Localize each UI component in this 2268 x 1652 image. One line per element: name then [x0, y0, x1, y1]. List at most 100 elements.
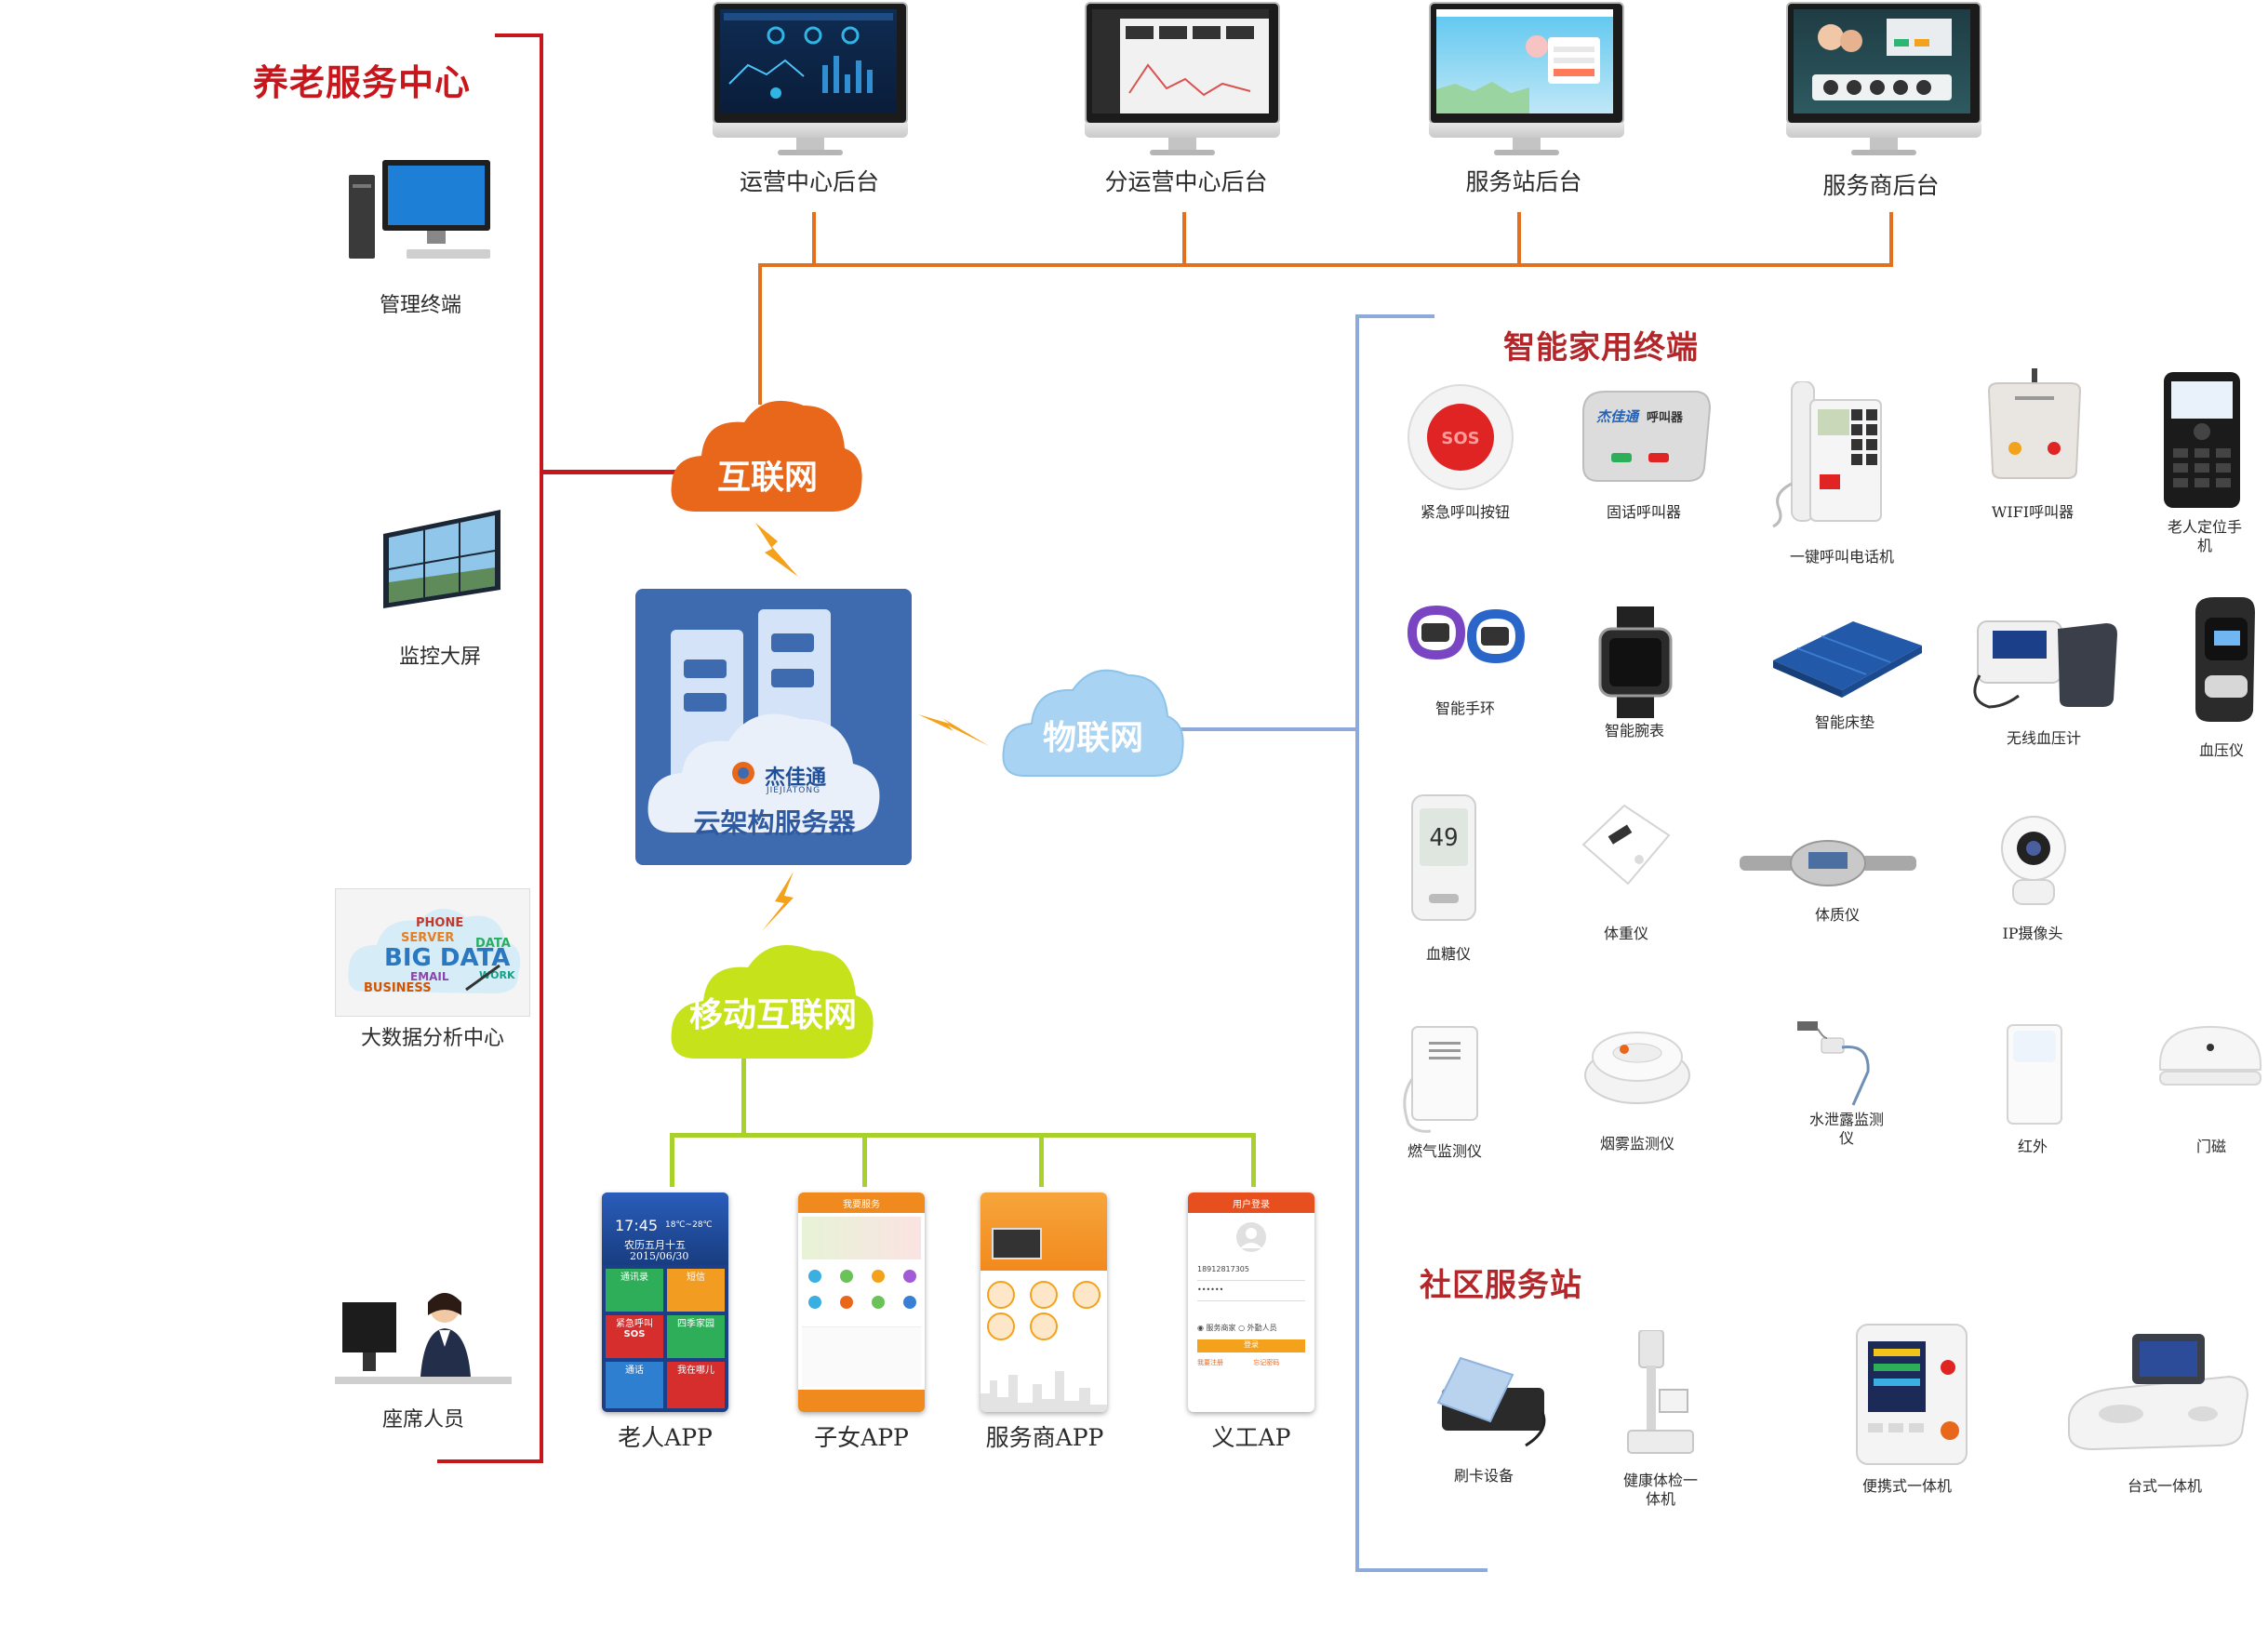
center-item-management-terminal: 管理终端 — [379, 294, 461, 317]
dashboard-screen-icon — [724, 13, 893, 99]
elder-app-btn-family[interactable]: 四季家园 — [667, 1315, 725, 1358]
iot-bracket-top — [1355, 314, 1434, 318]
video-wall-icon — [383, 510, 500, 608]
backend-drop-3 — [1517, 212, 1521, 266]
volunteer-phone-field[interactable]: 18912817305 — [1197, 1265, 1305, 1281]
mobile-cloud-icon — [671, 945, 874, 1059]
server-cloud-icon — [647, 609, 880, 833]
internet-cloud-icon — [671, 400, 862, 512]
volunteer-forgot-link[interactable]: 忘记密码 — [1253, 1359, 1280, 1366]
iot-to-bracket-line — [1172, 727, 1358, 731]
device-label-one-key-phone: 一键呼叫电话机 — [1789, 548, 1894, 566]
computer-icon — [349, 160, 490, 259]
family-app-grid-icon — [808, 1270, 916, 1309]
smart-watch-icon — [1598, 606, 1673, 718]
elder-app-btn-contacts[interactable]: 通讯录 — [606, 1269, 663, 1312]
device-label-glucose-meter: 血糖仪 — [1425, 945, 1471, 963]
iot-cloud-label: 物联网 — [1042, 719, 1143, 757]
smoke-detector-icon — [1584, 1032, 1690, 1104]
backend-label-branch: 分运营中心后台 — [1104, 168, 1268, 195]
device-label-smart-band: 智能手环 — [1434, 699, 1495, 717]
callbox-label-text: 呼叫器 — [1647, 410, 1684, 425]
device-label-weight-scale: 体重仪 — [1603, 925, 1648, 942]
provider-app-grid-icon — [987, 1281, 1101, 1340]
backend-monitor-station — [1429, 2, 1624, 160]
gas-detector-icon — [1403, 1026, 1478, 1133]
backend-monitor-branch — [1085, 2, 1280, 160]
mobile-stem — [741, 1056, 746, 1135]
backend-label-provider: 服务商后台 — [1822, 172, 1940, 199]
device-label-water-leak-2: 仪 — [1838, 1129, 1854, 1147]
backend-drop-4 — [1889, 212, 1893, 266]
device-label-locator-phone-2: 机 — [2196, 537, 2212, 554]
center-item-monitor-wall: 监控大屏 — [398, 646, 481, 669]
server-brand-en: JIEJIATONG — [767, 786, 821, 795]
family-app-header: 我要服务 — [843, 1200, 880, 1210]
app-label-volunteer: 义工AP — [1211, 1424, 1291, 1451]
volunteer-register-link[interactable]: 我要注册 — [1197, 1359, 1223, 1366]
smart-band-icon — [1407, 605, 1526, 664]
lightning-icon — [755, 523, 798, 577]
bigdata-word: BIG DATA — [384, 944, 510, 972]
smart-mattress-icon — [1773, 621, 1922, 698]
device-label-water-leak: 水泄露监测 — [1808, 1111, 1884, 1128]
elder-app-btn-location[interactable]: 我在哪儿 — [667, 1362, 725, 1408]
volunteer-links[interactable]: 我要注册 忘记密码 — [1197, 1358, 1305, 1367]
elder-locator-phone-icon — [2164, 372, 2240, 508]
elder-app-btn-sms-label: 短信 — [687, 1272, 705, 1283]
center-bracket-spine — [540, 33, 543, 1463]
app-label-family: 子女APP — [814, 1424, 909, 1451]
mobile-bus — [670, 1133, 1256, 1138]
elder-app-btn-sms[interactable]: 短信 — [667, 1269, 725, 1312]
landline-caller-icon: 杰佳通 呼叫器 — [1582, 391, 1712, 482]
community-label-health-kiosk-2: 体机 — [1645, 1490, 1675, 1508]
body-composition-icon — [1740, 840, 1916, 886]
community-label-health-kiosk: 健康体检一 — [1622, 1472, 1698, 1489]
branch-dashboard-icon — [1092, 9, 1269, 113]
backend-drop-2 — [1182, 212, 1186, 266]
blood-pressure-device-icon — [2195, 597, 2255, 722]
card-reader-icon — [1436, 1356, 1546, 1447]
device-label-locator-phone: 老人定位手 — [2167, 518, 2242, 536]
elder-app-screenshot: 17:45 18℃~28℃ 农历五月十五 2015/06/30 通讯录 短信 紧… — [602, 1192, 728, 1412]
community-label-portable-device: 便携式一体机 — [1861, 1477, 1952, 1495]
volunteer-opt-field: 外勤人员 — [1247, 1324, 1277, 1332]
backend-monitor-operations — [713, 2, 908, 160]
desktop-health-device-icon — [2068, 1334, 2249, 1451]
center-to-internet-line — [540, 470, 679, 474]
phone-word: PHONE — [416, 916, 463, 930]
elder-app-btn-call-label: 通话 — [625, 1366, 644, 1376]
email-word: EMAIL — [410, 970, 449, 983]
big-data-image: BIG DATA PHONE SERVER DATA EMAIL BUSINES… — [335, 888, 530, 1017]
device-label-smart-watch: 智能腕表 — [1604, 722, 1664, 739]
station-login-icon — [1436, 9, 1613, 113]
device-label-door-sensor: 门磁 — [2195, 1138, 2226, 1155]
volunteer-phone-value: 18912817305 — [1197, 1265, 1249, 1273]
volunteer-password-field[interactable]: •••••• — [1197, 1286, 1305, 1301]
server-word: SERVER — [401, 931, 454, 945]
center-item-big-data: 大数据分析中心 — [360, 1027, 504, 1050]
volunteer-app-screenshot: 用户登录 18912817305 •••••• ◉ 服务商家 ○ 外勤人员 登录… — [1188, 1192, 1314, 1412]
iot-bracket-bottom — [1355, 1568, 1488, 1572]
elder-app-btn-call[interactable]: 通话 — [606, 1362, 663, 1408]
mobile-drop-2 — [862, 1133, 867, 1187]
device-label-body-composition: 体质仪 — [1814, 906, 1860, 924]
one-key-phone-icon — [1772, 381, 1882, 528]
health-checkup-kiosk-icon — [1627, 1330, 1694, 1454]
mobile-drop-4 — [1251, 1133, 1256, 1187]
app-label-elder: 老人APP — [618, 1424, 713, 1451]
device-label-sos-button: 紧急呼叫按钮 — [1420, 503, 1510, 521]
volunteer-app-header: 用户登录 — [1233, 1200, 1270, 1210]
device-label-gas-detector: 燃气监测仪 — [1407, 1142, 1482, 1160]
portable-health-device-icon — [1856, 1324, 1968, 1465]
elder-app-sos-text: SOS — [623, 1329, 646, 1339]
elder-app-btn-family-label: 四季家园 — [677, 1319, 714, 1329]
city-skyline-icon — [981, 1371, 1107, 1412]
elder-app-lunar: 农历五月十五 — [624, 1239, 686, 1251]
volunteer-role-options[interactable]: ◉ 服务商家 ○ 外勤人员 — [1197, 1324, 1277, 1332]
infrared-sensor-icon — [2007, 1024, 2062, 1125]
backend-label-operations: 运营中心后台 — [739, 168, 879, 195]
volunteer-login-button[interactable]: 登录 — [1197, 1339, 1305, 1352]
call-agent-icon — [335, 1293, 512, 1384]
